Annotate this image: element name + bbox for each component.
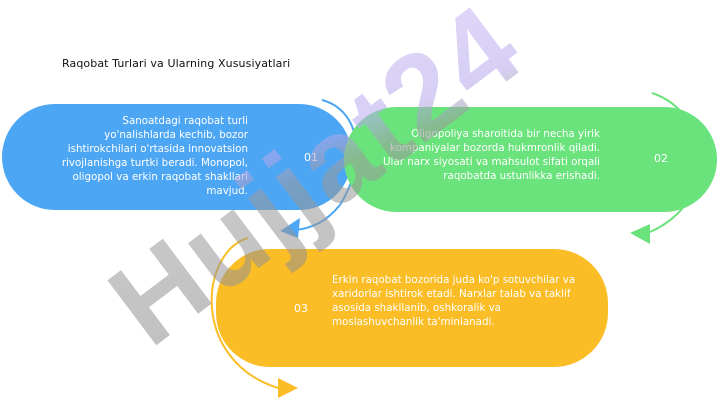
item-02-text: Oligopoliya sharoitida bir necha yirik k…: [383, 128, 600, 182]
item-03-card: [216, 249, 608, 367]
item-01-card: [2, 104, 352, 210]
item-02-number: 02: [654, 152, 668, 165]
item-03-number: 03: [294, 302, 308, 315]
item-01-text: Sanoatdagi raqobat turli yo'nalishlarda …: [61, 115, 248, 197]
slide-title: Raqobat Turlari va Ularning Xususiyatlar…: [62, 57, 291, 70]
item-03-text: Erkin raqobat bozorida juda ko'p sotuvch…: [332, 274, 576, 328]
item-02-card: [344, 107, 717, 212]
item-01-number: 01: [304, 151, 318, 164]
